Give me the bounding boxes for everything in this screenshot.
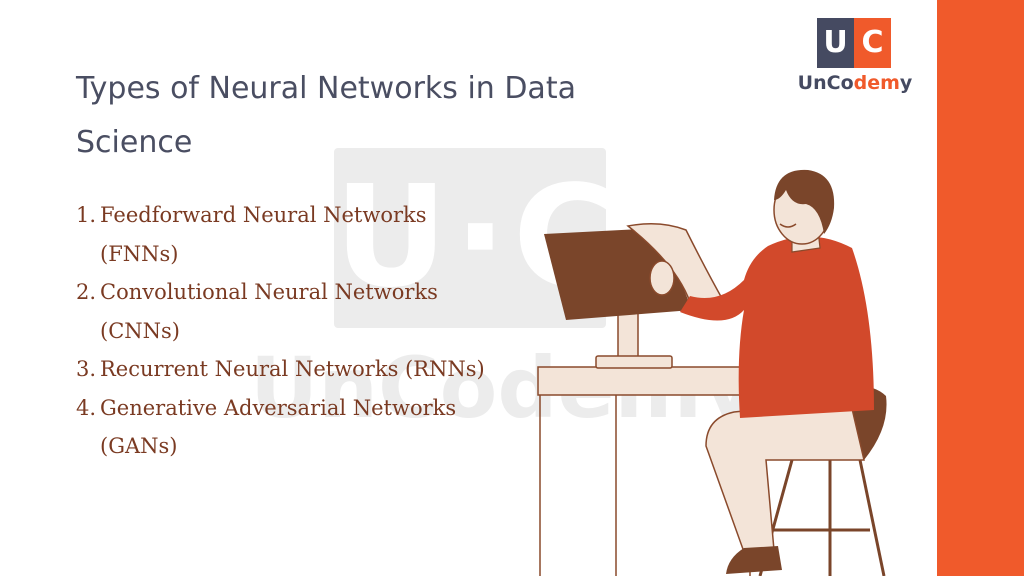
list-item-text: Feedforward Neural Networks (FNNs) — [100, 203, 427, 266]
person-at-computer-illustration — [537, 169, 887, 576]
list-item: 4. Generative Adversarial Networks (GANs… — [76, 389, 496, 466]
logo-mark: U C — [817, 18, 891, 68]
list-item-number: 4. — [76, 395, 97, 420]
logo-u-block: U — [817, 18, 854, 68]
logo-wordmark: UnCodemy — [797, 72, 913, 94]
person-shoe — [726, 546, 782, 574]
list-item-text: Recurrent Neural Networks (RNNs) — [100, 357, 485, 381]
slide-title: Types of Neural Networks in Data Science — [76, 71, 576, 160]
list-item-number: 3. — [76, 357, 97, 381]
list-item: 3. Recurrent Neural Networks (RNNs) — [76, 350, 496, 389]
person-hand — [649, 260, 675, 296]
list-item: 1. Feedforward Neural Networks (FNNs) — [76, 196, 496, 273]
list-item-number: 2. — [76, 280, 97, 304]
list-item: 2. Convolutional Neural Networks (CNNs) — [76, 273, 496, 350]
accent-bar — [937, 0, 1024, 576]
list-item-text: Generative Adversarial Networks (GANs) — [100, 395, 457, 459]
network-list: 1. Feedforward Neural Networks (FNNs) 2.… — [76, 196, 496, 466]
monitor-stand — [595, 309, 673, 369]
uncodemy-logo: U C UnCodemy — [793, 18, 917, 98]
person-torso — [680, 236, 874, 418]
person-head — [773, 169, 835, 245]
person-legs — [705, 399, 865, 553]
logo-c-block: C — [854, 18, 891, 68]
list-item-number: 1. — [76, 203, 97, 227]
list-item-text: Convolutional Neural Networks (CNNs) — [100, 280, 438, 343]
